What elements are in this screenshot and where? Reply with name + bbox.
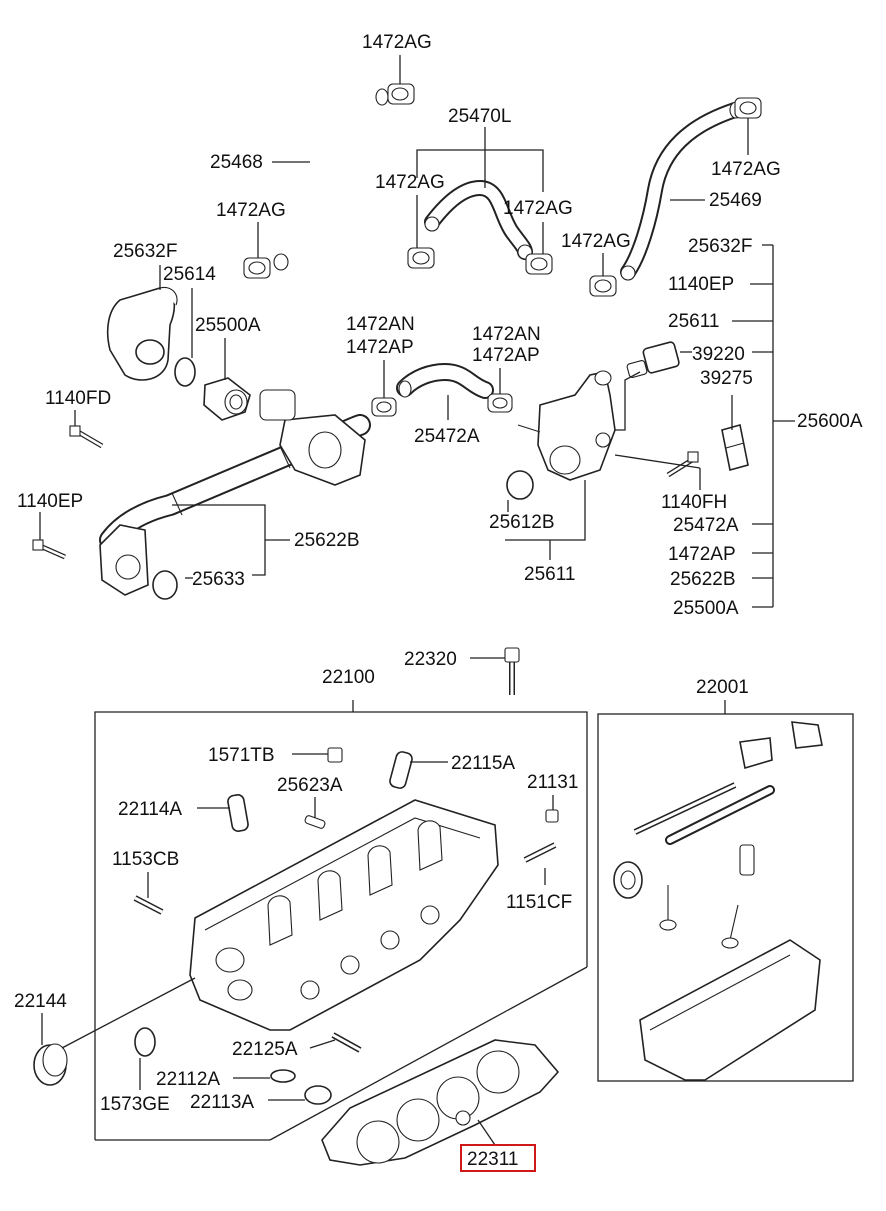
leader-lines-middle [39, 244, 795, 608]
label-22100[interactable]: 22100 [322, 667, 375, 688]
oring-25633[interactable] [152, 570, 178, 600]
label-1472AP-l[interactable]: 1472AP [346, 337, 414, 358]
label-25611-right[interactable]: 25611 [668, 311, 719, 332]
bolt-1140EP[interactable] [32, 539, 67, 560]
label-25614[interactable]: 25614 [163, 264, 216, 285]
box-22100 [94, 711, 588, 1141]
flange-left[interactable] [99, 524, 149, 596]
label-1140FD[interactable]: 1140FD [45, 388, 111, 409]
cam-bearing-row [267, 820, 443, 946]
outlet-housing-25611[interactable] [517, 370, 616, 481]
label-1573GE[interactable]: 1573GE [100, 1094, 170, 1115]
part-labels: 1472AG 25468 25470L 1472AG 1472AG 1472AG… [14, 32, 863, 1170]
bolt-1140FD[interactable] [69, 425, 104, 449]
label-25611-bottom[interactable]: 25611 [524, 564, 575, 585]
gasket-22311[interactable] [321, 1039, 560, 1166]
washer-22112A[interactable] [270, 1069, 296, 1083]
label-25622B-right[interactable]: 25622B [670, 569, 736, 590]
port-row [300, 905, 440, 1000]
hose-25468[interactable] [273, 88, 389, 271]
label-1140EP-right[interactable]: 1140EP [668, 274, 734, 295]
label-22001[interactable]: 22001 [696, 677, 749, 698]
leader-lines-bottom [41, 657, 726, 1146]
label-25469[interactable]: 25469 [709, 190, 762, 211]
clamp-1472AN-r[interactable] [487, 393, 513, 413]
gasket-25614[interactable] [174, 357, 196, 387]
dowel-22115A[interactable] [389, 751, 414, 790]
seal-22144[interactable] [33, 1043, 68, 1086]
clamp-1472AG-mid-r[interactable] [525, 253, 553, 275]
label-25500A[interactable]: 25500A [195, 315, 261, 336]
label-25623A[interactable]: 25623A [277, 775, 343, 796]
label-25612B[interactable]: 25612B [489, 512, 555, 533]
label-22114A[interactable]: 22114A [118, 799, 182, 820]
label-25470L[interactable]: 25470L [448, 106, 511, 127]
label-1140EP-left[interactable]: 1140EP [17, 491, 83, 512]
label-22112A[interactable]: 22112A [156, 1069, 220, 1090]
label-39220[interactable]: 39220 [692, 344, 745, 365]
assembly-22001[interactable] [613, 721, 823, 1081]
label-1472AG-right-low[interactable]: 1472AG [561, 231, 631, 252]
highlight-box-22311 [460, 1144, 536, 1172]
hose-25472A[interactable] [396, 362, 494, 399]
label-21131[interactable]: 21131 [527, 772, 578, 793]
label-1140FH[interactable]: 1140FH [661, 492, 727, 513]
label-25472A-right[interactable]: 25472A [673, 515, 739, 536]
label-25600A[interactable]: 25600A [797, 411, 863, 432]
label-25633[interactable]: 25633 [192, 569, 245, 590]
label-1472AG-right-top[interactable]: 1472AG [711, 159, 781, 180]
clip-39275[interactable] [721, 423, 749, 472]
label-1472AG-mid-l[interactable]: 1472AG [375, 172, 445, 193]
label-1153CB[interactable]: 1153CB [112, 849, 179, 870]
label-22320[interactable]: 22320 [404, 649, 457, 670]
stud-1151CF[interactable] [523, 842, 557, 863]
plug-21131[interactable] [545, 809, 559, 823]
housing-25632F[interactable] [106, 286, 178, 381]
label-22113A[interactable]: 22113A [190, 1092, 254, 1113]
stud-1153CB[interactable] [133, 895, 164, 915]
label-25622B-mid[interactable]: 25622B [294, 530, 360, 551]
label-1472AG-top[interactable]: 1472AG [362, 32, 432, 53]
hose-25469[interactable] [620, 101, 743, 281]
pin-25623A[interactable] [304, 815, 326, 829]
bolt-22320[interactable] [504, 647, 520, 695]
label-39275[interactable]: 39275 [700, 368, 753, 389]
label-22144[interactable]: 22144 [14, 991, 67, 1012]
sensor-39220[interactable] [626, 341, 680, 378]
label-1472AN-r[interactable]: 1472AN [472, 324, 541, 345]
clamp-1472AG-top[interactable] [387, 83, 415, 105]
label-1472AN-l[interactable]: 1472AN [346, 314, 415, 335]
stud-22125A[interactable] [331, 1032, 362, 1053]
washer-22113A[interactable] [304, 1085, 332, 1105]
clamp-1472AG-right-top[interactable] [734, 97, 762, 119]
label-1472AP-r[interactable]: 1472AP [472, 345, 540, 366]
label-1472AP-right[interactable]: 1472AP [668, 544, 736, 565]
label-1151CF[interactable]: 1151CF [506, 892, 572, 913]
label-1571TB[interactable]: 1571TB [208, 745, 275, 766]
label-25472A-mid[interactable]: 25472A [414, 426, 480, 447]
seal-1573GE[interactable] [134, 1027, 156, 1057]
label-1472AG-mid-r[interactable]: 1472AG [503, 198, 573, 219]
label-1472AG-left[interactable]: 1472AG [216, 200, 286, 221]
label-25632F-right[interactable]: 25632F [688, 236, 752, 257]
clamp-1472AG-mid-l[interactable] [407, 247, 435, 269]
clamp-1472AN-l[interactable] [371, 397, 397, 417]
label-22115A[interactable]: 22115A [451, 753, 515, 774]
clamp-1472AG-right-low[interactable] [589, 275, 617, 297]
flange-right[interactable] [259, 389, 366, 486]
clamp-1472AG-left[interactable] [243, 257, 271, 279]
thermostat-25500A[interactable] [203, 377, 251, 421]
leader-lines-top [257, 55, 749, 276]
label-25632F-left[interactable]: 25632F [113, 241, 177, 262]
bolt-1140FH[interactable] [666, 451, 699, 478]
dowel-22114A[interactable] [227, 794, 249, 832]
label-22125A[interactable]: 22125A [232, 1039, 298, 1060]
oring-25612B[interactable] [506, 470, 534, 500]
plug-1571TB[interactable] [327, 747, 343, 763]
cylinder-head-22100[interactable] [189, 799, 499, 1031]
label-25468[interactable]: 25468 [210, 152, 263, 173]
label-25500A-right[interactable]: 25500A [673, 598, 739, 619]
label-22311[interactable]: 22311 [467, 1149, 518, 1170]
